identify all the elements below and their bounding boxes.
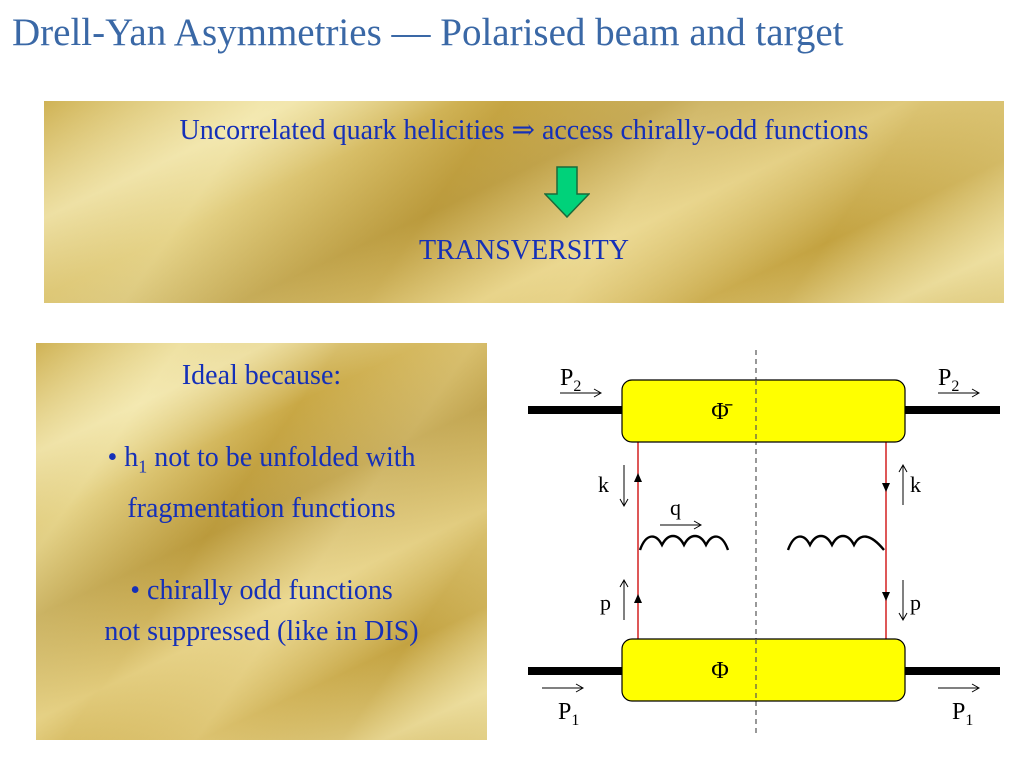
- transversity-label: TRANSVERSITY: [418, 235, 629, 266]
- p2-left-arrowhead: [593, 388, 603, 398]
- slide-title: Drell-Yan Asymmetries — Polarised beam a…: [12, 11, 844, 54]
- bullet-h1-post: not to be unfolded with: [147, 442, 416, 473]
- bullet-h1: • h1 not to be unfolded with: [36, 437, 487, 488]
- quark-arrow-left-bottom: [634, 594, 642, 603]
- p-right-label: p: [910, 590, 921, 615]
- k-left-label: k: [598, 472, 609, 497]
- helicity-text-pre: Uncorrelated quark helicities: [179, 115, 505, 146]
- p-left-label: p: [600, 590, 611, 615]
- bullet-chiral-line2: not suppressed (like in DIS): [104, 615, 419, 647]
- p1-right-arrowhead: [971, 683, 981, 693]
- reasons-heading: Ideal because:: [181, 360, 342, 391]
- drell-yan-diagram: Φ̄ Φ P2 P2 P1 P1 k k p p q: [528, 350, 1000, 735]
- bullet-h1-line2: fragmentation functions: [127, 492, 396, 524]
- helicity-text-post: access chirally-odd functions: [541, 115, 869, 146]
- k-left-arrowhead: [619, 498, 629, 508]
- photon-line-left: [638, 534, 730, 551]
- k-right-arrowhead: [898, 463, 908, 473]
- reasons-box: Ideal because: • h1 not to be unfolded w…: [36, 343, 487, 740]
- phi-bar-blob: [621, 379, 906, 443]
- k-right-label: k: [910, 472, 921, 497]
- q-arrowhead: [693, 520, 703, 530]
- phi-label: Φ: [711, 658, 729, 684]
- bullet-chiral-line1: • chirally odd functions: [130, 574, 393, 606]
- implies-symbol: ⇒: [511, 115, 535, 146]
- p1-left-arrowhead: [575, 683, 585, 693]
- p2-right-label: P2: [938, 365, 959, 395]
- p-left-arrowhead: [619, 578, 629, 588]
- bullet-h1-sub: 1: [138, 456, 148, 477]
- bullet-h1-pre: • h: [107, 442, 139, 473]
- p2-right-arrowhead: [971, 388, 981, 398]
- photon-line-right: [786, 534, 885, 551]
- quark-arrow-right-top: [882, 483, 890, 492]
- q-label: q: [670, 495, 681, 520]
- p-right-arrowhead: [898, 612, 908, 622]
- quark-arrow-left-top: [634, 473, 642, 482]
- down-arrow-icon: [544, 166, 590, 218]
- p1-left-label: P1: [558, 699, 579, 729]
- p1-right-label: P1: [952, 699, 973, 729]
- phi-blob: [621, 638, 906, 702]
- p2-left-label: P2: [560, 365, 581, 395]
- transversity-box: Uncorrelated quark helicities ⇒ access c…: [44, 101, 1004, 303]
- helicity-statement: Uncorrelated quark helicities ⇒ access c…: [44, 113, 1004, 147]
- quark-arrow-right-bottom: [882, 592, 890, 601]
- phi-bar-label: Φ̄: [711, 399, 733, 425]
